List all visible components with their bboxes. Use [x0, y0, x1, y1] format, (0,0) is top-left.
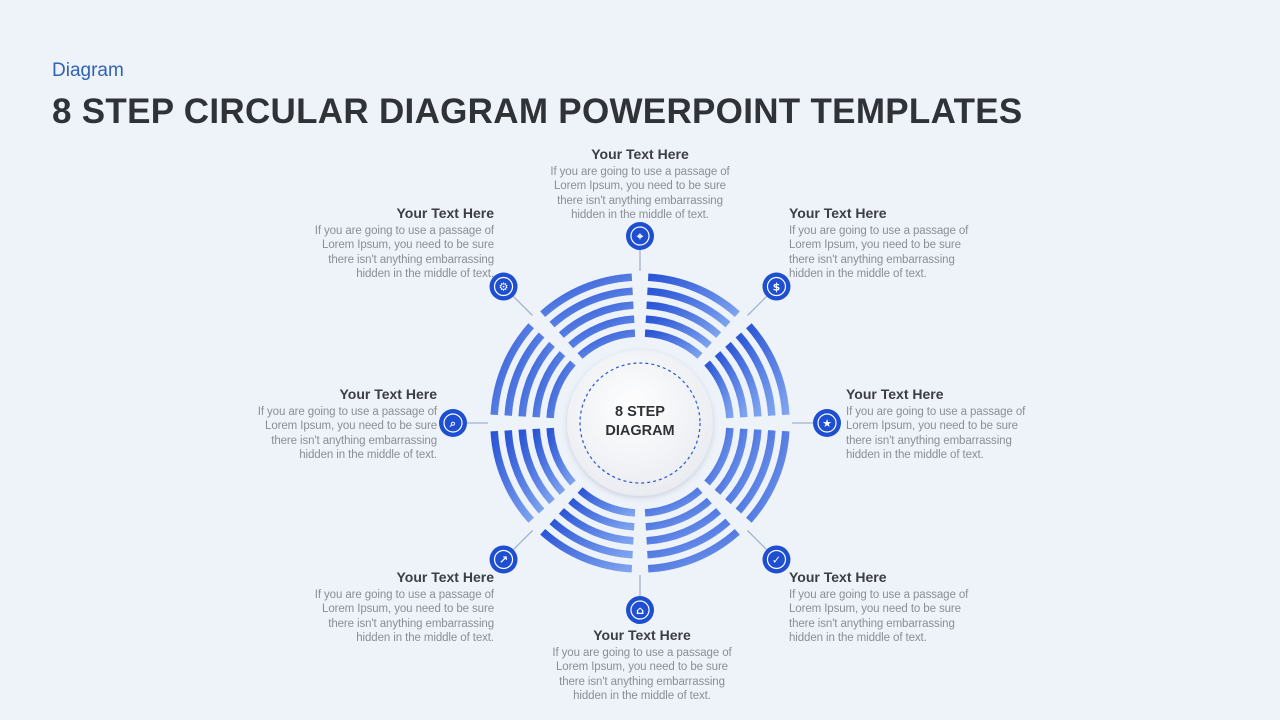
ring-arc — [490, 430, 534, 523]
step-title: Your Text Here — [339, 386, 437, 402]
svg-text:↗: ↗ — [499, 553, 508, 566]
step-icons: ⌖ $ ★ ✓ ⌂ ↗ ⌕ ⚙ — [439, 222, 841, 624]
ring-arc — [746, 323, 790, 416]
svg-text:★: ★ — [822, 417, 832, 430]
ring-arc — [735, 332, 776, 416]
ring-arc — [546, 360, 576, 419]
ring-arc — [558, 508, 634, 545]
svg-text:$: $ — [773, 281, 781, 294]
spoke-gap — [531, 314, 589, 372]
step-bottom: Your Text Here If you are going to use a… — [542, 627, 742, 704]
step-bottom-right: Your Text Here If you are going to use a… — [789, 569, 989, 646]
step-body: If you are going to use a passage of Lor… — [552, 647, 732, 703]
ring-arc — [725, 429, 762, 505]
connector-line — [747, 295, 768, 316]
ring-arc — [549, 518, 633, 559]
svg-text:✓: ✓ — [772, 553, 781, 566]
svg-text:⌕: ⌕ — [449, 417, 456, 430]
ring-arc — [504, 430, 545, 514]
step-top-left: Your Text Here If you are going to use a… — [294, 205, 494, 282]
ring-arc — [568, 497, 635, 531]
ring-arc — [490, 323, 534, 416]
spoke-gap — [531, 474, 589, 532]
step-title: Your Text Here — [591, 146, 689, 162]
ring-arc — [540, 529, 633, 573]
step-top: Your Text Here If you are going to use a… — [540, 146, 740, 223]
step-title: Your Text Here — [593, 627, 691, 643]
ring-arc — [647, 529, 740, 573]
center-line2: DIAGRAM — [605, 423, 675, 439]
category-label: Diagram — [52, 60, 124, 81]
ring-arc — [647, 287, 731, 328]
ring-arc — [549, 287, 633, 328]
connector-lines — [467, 250, 813, 596]
ring-arc — [714, 428, 748, 495]
spoke-gap — [691, 474, 749, 532]
ring-arc — [645, 497, 712, 531]
center-circle — [567, 350, 713, 496]
connector-line — [512, 295, 533, 316]
ring-arc — [725, 341, 762, 417]
ring-arc — [644, 329, 703, 359]
page-title: 8 STEP CIRCULAR DIAGRAM POWERPOINT TEMPL… — [52, 92, 1023, 131]
home-icon: ⌂ — [626, 596, 654, 624]
ring-arc — [647, 518, 731, 559]
ring-arc — [714, 351, 748, 418]
ring-arc — [646, 301, 722, 338]
ring-arc — [546, 427, 576, 486]
ring-arc — [647, 273, 740, 317]
ring-arc — [568, 315, 635, 349]
step-right: Your Text Here If you are going to use a… — [846, 386, 1046, 463]
connector-line — [512, 530, 533, 551]
center-line1: 8 STEP — [615, 404, 665, 420]
step-title: Your Text Here — [396, 205, 494, 221]
shield-icon: ✓ — [762, 545, 791, 574]
ring-arc — [518, 429, 555, 505]
step-body: If you are going to use a passage of Lor… — [314, 589, 494, 645]
step-title: Your Text Here — [789, 205, 887, 221]
ring-arc — [704, 427, 734, 486]
ring-arc — [532, 351, 566, 418]
dollar-coin-icon: $ — [762, 272, 791, 301]
step-top-right: Your Text Here If you are going to use a… — [789, 205, 989, 282]
step-body: If you are going to use a passage of Lor… — [789, 589, 969, 645]
compass-icon: ⌖ — [626, 222, 654, 250]
medal-icon: ★ — [813, 409, 841, 437]
step-body: If you are going to use a passage of Lor… — [550, 166, 730, 222]
step-body: If you are going to use a passage of Lor… — [846, 406, 1026, 462]
ring-arc — [518, 341, 555, 417]
ring-arc — [577, 487, 636, 517]
connector-line — [747, 530, 768, 551]
house-search-icon: ⌕ — [439, 409, 467, 437]
ring-segments — [488, 271, 792, 575]
gear-icon: ⚙ — [489, 272, 518, 301]
step-title: Your Text Here — [789, 569, 887, 585]
ring-arc — [735, 430, 776, 514]
step-title: Your Text Here — [396, 569, 494, 585]
ring-arc — [558, 301, 634, 338]
step-body: If you are going to use a passage of Lor… — [257, 406, 437, 462]
bar-chart-icon: ↗ — [489, 545, 518, 574]
spoke-gap — [691, 314, 749, 372]
step-body: If you are going to use a passage of Lor… — [314, 225, 494, 281]
step-bottom-left: Your Text Here If you are going to use a… — [294, 569, 494, 646]
center-label: 8 STEP DIAGRAM — [590, 403, 690, 441]
ring-arc — [646, 508, 722, 545]
svg-text:⌂: ⌂ — [636, 604, 644, 617]
ring-arc — [644, 487, 703, 517]
ring-arc — [540, 273, 633, 317]
ring-arc — [532, 428, 566, 495]
ring-arc — [504, 332, 545, 416]
step-left: Your Text Here If you are going to use a… — [237, 386, 437, 463]
step-title: Your Text Here — [846, 386, 944, 402]
svg-text:⚙: ⚙ — [499, 281, 509, 294]
step-body: If you are going to use a passage of Lor… — [789, 225, 969, 281]
ring-arc — [645, 315, 712, 349]
svg-text:⌖: ⌖ — [636, 230, 644, 243]
ring-arc — [577, 329, 636, 359]
ring-arc — [704, 360, 734, 419]
ring-arc — [746, 430, 790, 523]
